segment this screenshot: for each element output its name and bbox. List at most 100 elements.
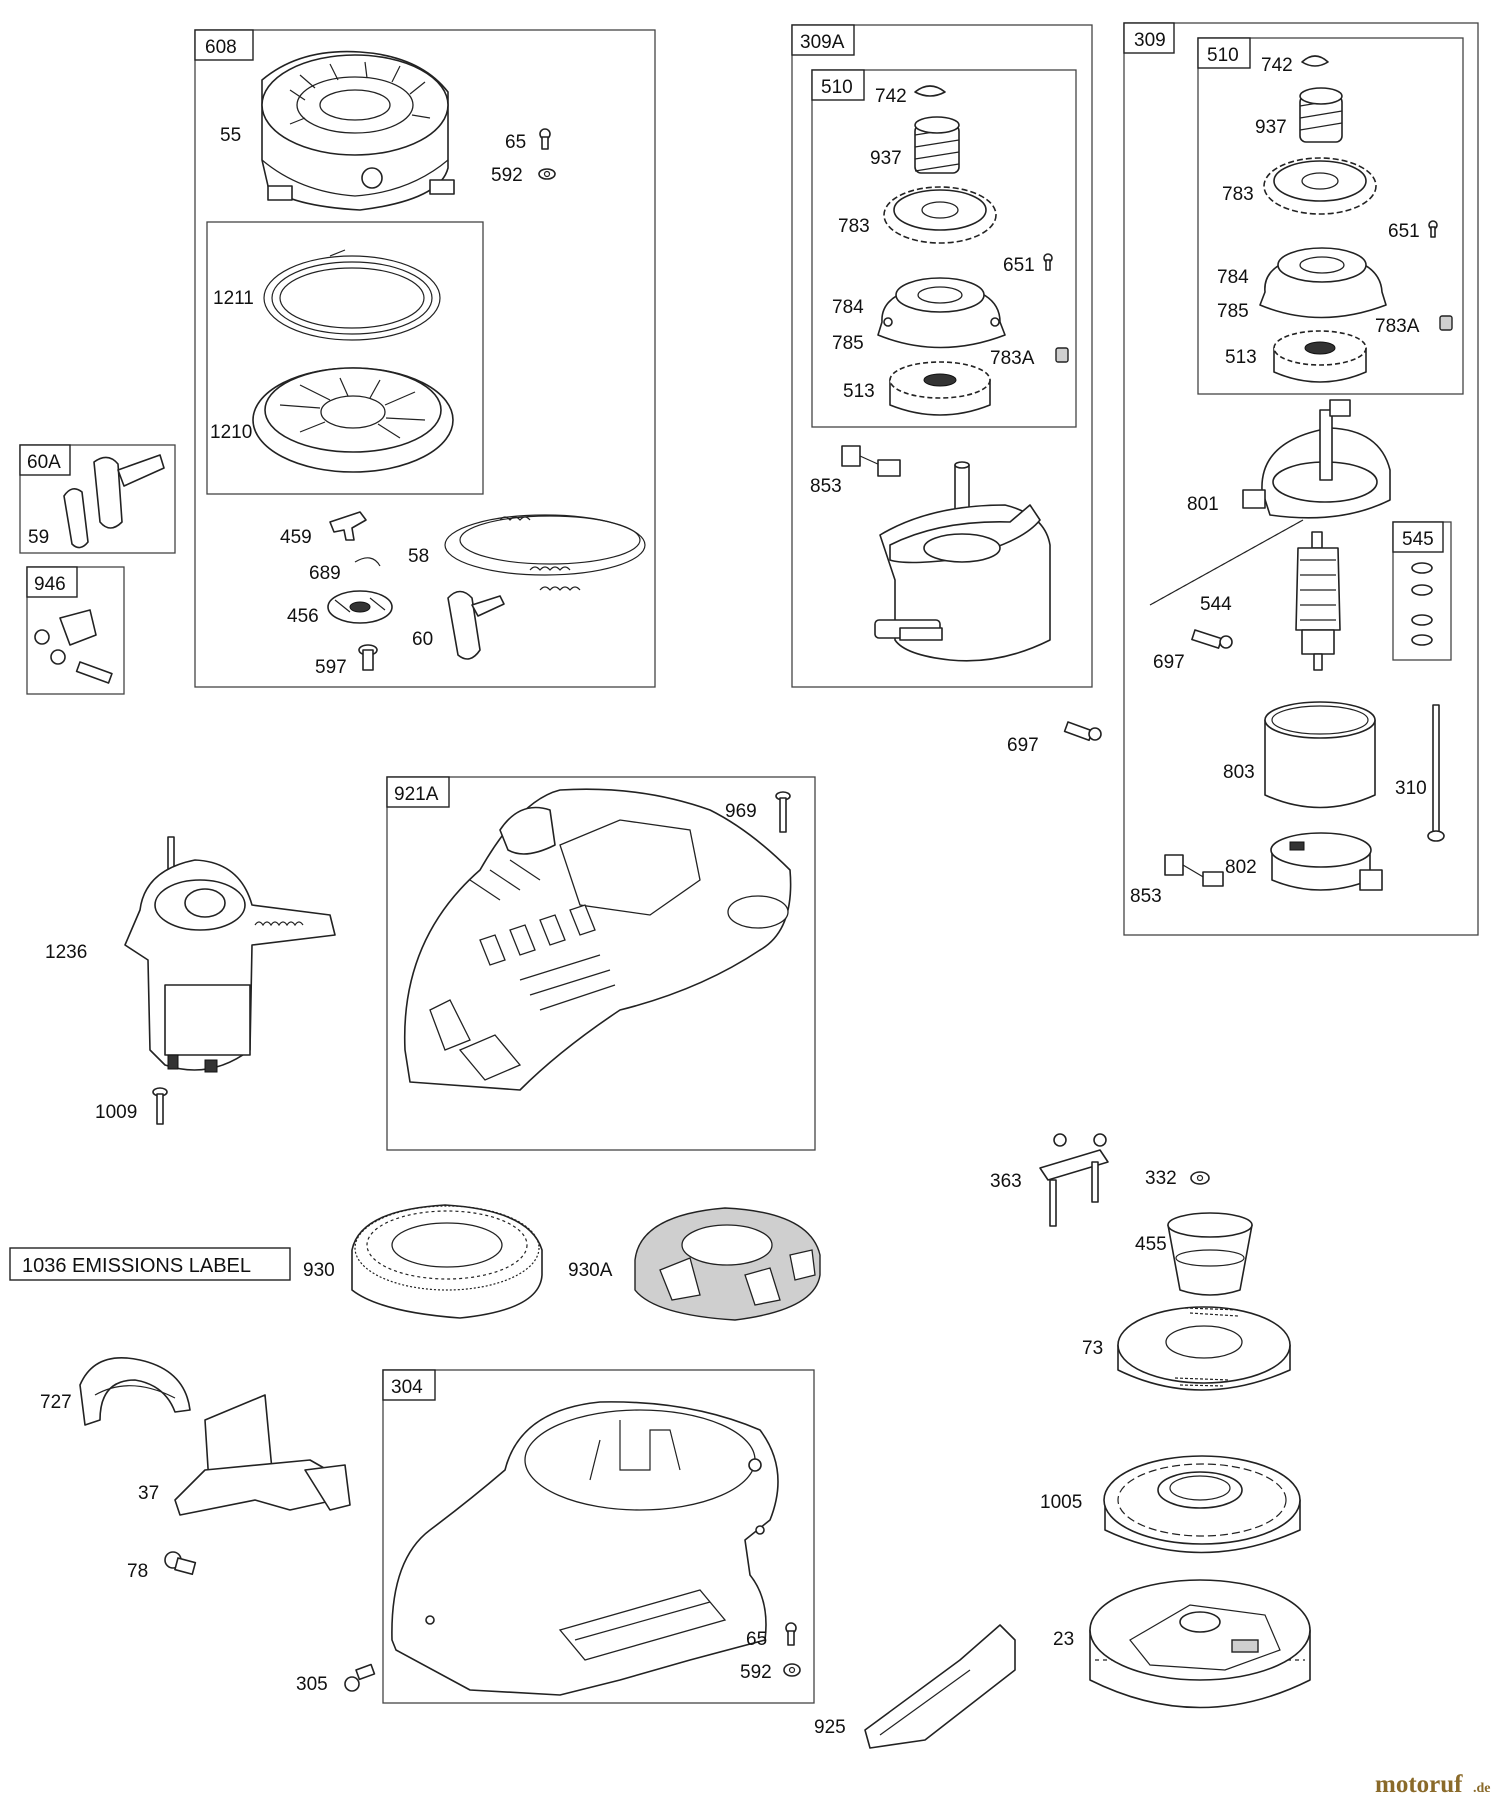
label-742-b: 742 [1261,55,1293,76]
label-689: 689 [309,563,341,584]
retainer-513-a [889,361,991,416]
label-305: 305 [296,1674,328,1695]
group-946: 946 [26,566,125,695]
label-937-a: 937 [870,148,902,169]
screw-651-a [1043,253,1053,271]
blower-housing-304 [391,1401,779,1696]
label-1236: 1236 [45,942,87,963]
label-310: 310 [1395,778,1427,799]
bolt-1009 [152,1087,168,1125]
screen-73 [1117,1306,1291,1391]
label-784-b: 784 [1217,267,1249,288]
nut-592-b [783,1663,801,1677]
bolt-310 [1427,704,1445,842]
group-60A: 60A 59 [19,444,176,554]
label-1005: 1005 [1040,1492,1082,1513]
screen-930 [351,1204,543,1319]
screw-651-b [1428,220,1438,238]
label-727: 727 [40,1392,72,1413]
label-592-b: 592 [740,1662,772,1683]
rewind-spring-part [263,249,441,341]
label-853-b: 853 [1130,886,1162,907]
label-853-a: 853 [810,476,842,497]
label-363: 363 [990,1171,1022,1192]
group-946-tag: 946 [34,574,66,595]
gear-783-a [883,186,997,244]
label-969: 969 [725,801,757,822]
group-608-tag: 608 [205,37,237,58]
label-651-b: 651 [1388,221,1420,242]
nut-332 [1190,1171,1210,1185]
group-60A-tag: 60A [27,452,61,473]
clutch-784-a [877,277,1006,349]
guard-925 [864,1624,1016,1749]
blower-cover-921A [403,788,792,1091]
rope-58 [444,514,646,591]
bolt-65-a [539,128,551,150]
emissions-label-text: 1036 EMISSIONS LABEL [22,1255,251,1277]
starter-motor-309A [874,461,1051,662]
ring-742-b [1301,55,1329,67]
label-783-b: 783 [1222,184,1254,205]
group-545-tag: 545 [1402,529,1434,550]
group-921A-tag: 921A [394,784,439,805]
cap-783A-a [1055,347,1069,363]
spring-937-a [914,116,960,174]
bolt-305 [344,1663,376,1692]
pulley-part [252,367,454,473]
label-784-a: 784 [832,297,864,318]
group-608: 608 55 65 592 1211 [194,29,656,688]
cap-783A-b [1439,315,1453,331]
label-59: 59 [28,527,49,548]
handle-60A [63,454,165,549]
recoil-housing-part [261,50,455,211]
label-930A: 930A [568,1260,613,1281]
brush-set-545 [1411,562,1433,646]
screw-969 [775,791,791,833]
label-455: 455 [1135,1234,1167,1255]
emissions-label-box: 1036 EMISSIONS LABEL [9,1247,291,1281]
label-73: 73 [1082,1338,1103,1359]
handle-60 [447,590,505,660]
screw-597 [358,644,378,671]
label-544: 544 [1200,594,1232,615]
label-459: 459 [280,527,312,548]
label-802: 802 [1225,857,1257,878]
label-1211: 1211 [213,288,254,309]
connector-853-a [841,445,901,477]
watermark: motoruf .de [1375,1771,1491,1798]
label-65-b: 65 [746,1629,767,1650]
label-65-a: 65 [505,132,526,153]
group-309-tag: 309 [1134,30,1166,51]
retainer-513-b [1273,330,1367,383]
cup-455 [1167,1212,1253,1296]
label-697-b: 697 [1153,652,1185,673]
label-456: 456 [287,606,319,627]
bolt-78 [164,1551,197,1576]
spring-937-b [1299,87,1343,143]
flywheel-23 [1089,1579,1311,1709]
label-651-a: 651 [1003,255,1035,276]
group-309: 309 510 742 937 783 651 784 785 783A 513 [1123,22,1479,936]
label-742-a: 742 [875,86,907,107]
screen-930A [634,1207,821,1321]
label-23: 23 [1053,1629,1074,1650]
label-925: 925 [814,1717,846,1738]
group-309A: 309A 510 742 937 783 651 784 785 783A [791,24,1102,756]
label-1009: 1009 [95,1102,137,1123]
label-803: 803 [1223,762,1255,783]
label-930: 930 [303,1260,335,1281]
pawl-459 [329,511,367,541]
cam-456 [327,590,393,624]
bolt-697-b [1191,629,1233,649]
clip-689 [354,557,381,567]
label-332: 332 [1145,1168,1177,1189]
baffle-37 [174,1394,351,1516]
shield-727 [79,1356,191,1426]
ring-742-a [914,85,946,97]
armature-544 [1295,531,1341,671]
bolt-697-a [1063,721,1102,742]
flywheel-1005 [1103,1455,1301,1554]
end-cap-801 [1242,399,1391,519]
